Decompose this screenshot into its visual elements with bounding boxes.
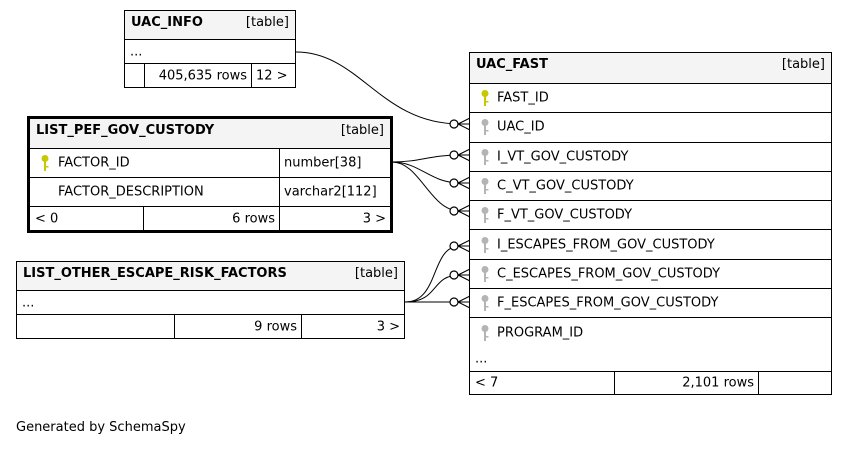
column-row[interactable]: PROGRAM_ID	[470, 318, 831, 347]
column-name-cell: FACTOR_DESCRIPTION	[30, 178, 279, 206]
table-uac-fast[interactable]: UAC_FAST [table] FAST_ID UAC_ID I_VT_GOV_C…	[469, 52, 832, 395]
stats-left-cell: < 7	[470, 372, 614, 395]
table-kind: [table]	[340, 123, 384, 138]
row-count: 2,101 rows	[682, 375, 754, 391]
column-row[interactable]: FACTOR_ID number[38]	[30, 149, 390, 178]
table-kind: [table]	[245, 15, 289, 30]
ellipsis: ...	[130, 44, 143, 59]
foreign-key-icon	[481, 119, 489, 136]
edge-list-pef-to-c-vt	[391, 161, 461, 184]
column-type-cell: varchar2[112]	[279, 178, 390, 206]
column-name: UAC_ID	[497, 119, 545, 135]
stats-rows-cell: 6 rows	[143, 207, 279, 230]
row-count: 9 rows	[254, 319, 297, 334]
ellipsis-row: ...	[17, 291, 404, 315]
table-kind: [table]	[354, 266, 398, 281]
column-row[interactable]: I_ESCAPES_FROM_GOV_CUSTODY	[470, 230, 831, 260]
foreign-key-icon	[481, 295, 489, 312]
ellipsis: ...	[475, 351, 488, 367]
stats-left	[17, 315, 174, 338]
column-row[interactable]: C_ESCAPES_FROM_GOV_CUSTODY	[470, 260, 831, 290]
primary-key-icon	[481, 90, 489, 107]
foreign-key-icon	[481, 236, 489, 253]
foreign-key-icon	[481, 207, 489, 224]
table-name: LIST_PEF_GOV_CUSTODY	[36, 123, 215, 138]
table-list-other-escape-risk-factors[interactable]: LIST_OTHER_ESCAPE_RISK_FACTORS [table] .…	[16, 261, 405, 339]
table-name: LIST_OTHER_ESCAPE_RISK_FACTORS	[23, 266, 287, 281]
column-row[interactable]: FACTOR_DESCRIPTION varchar2[112]	[30, 178, 390, 207]
ellipsis: ...	[22, 295, 35, 310]
column-name-cell: FACTOR_ID	[30, 149, 279, 177]
edge-list-pef-to-f-vt	[391, 161, 461, 212]
primary-key-icon	[41, 155, 49, 171]
row-count: 6 rows	[232, 211, 275, 226]
row-count: 405,635 rows	[158, 68, 247, 83]
column-name: I_VT_GOV_CUSTODY	[497, 149, 629, 165]
column-row[interactable]: UAC_ID	[470, 113, 831, 143]
table-header: UAC_INFO [table]	[125, 11, 295, 40]
stats-row: 9 rows 3 >	[17, 315, 404, 338]
column-row[interactable]: I_VT_GOV_CUSTODY	[470, 143, 831, 172]
ellipsis-row: ...	[125, 40, 295, 64]
foreign-key-icon	[481, 178, 489, 195]
foreign-key-icon	[481, 148, 489, 165]
child-count: 3 >	[362, 211, 386, 226]
footer-credit: Generated by SchemaSpy	[16, 420, 186, 435]
foreign-key-icon	[481, 265, 489, 282]
column-name: I_ESCAPES_FROM_GOV_CUSTODY	[497, 237, 715, 253]
column-row[interactable]: F_ESCAPES_FROM_GOV_CUSTODY	[470, 289, 831, 319]
table-header: LIST_OTHER_ESCAPE_RISK_FACTORS [table]	[17, 262, 404, 291]
table-name: UAC_FAST	[476, 57, 548, 72]
column-list: FAST_ID UAC_ID I_VT_GOV_CUSTODY C_VT_GOV_CU…	[470, 84, 831, 348]
stats-row: < 7 2,101 rows	[470, 371, 831, 395]
column-row[interactable]: FAST_ID	[470, 84, 831, 114]
stats-left-cell: < 0	[30, 207, 143, 230]
stats-right-cell: 3 >	[301, 315, 404, 338]
column-name: FACTOR_DESCRIPTION	[58, 184, 204, 200]
column-name: FAST_ID	[497, 90, 549, 106]
stats-row: 405,635 rows 12 >	[125, 64, 295, 87]
column-type-cell: number[38]	[279, 149, 390, 177]
stats-rows-cell: 9 rows	[174, 315, 301, 338]
table-uac-info[interactable]: UAC_INFO [table] ... 405,635 rows 12 >	[124, 10, 296, 88]
column-name: F_ESCAPES_FROM_GOV_CUSTODY	[497, 295, 719, 311]
column-type: number[38]	[284, 155, 362, 171]
parent-count: < 0	[35, 211, 59, 226]
table-list-pef-gov-custody[interactable]: LIST_PEF_GOV_CUSTODY [table] FACTOR_ID n…	[27, 116, 393, 233]
foreign-key-icon	[481, 325, 489, 342]
column-name: C_VT_GOV_CUSTODY	[497, 178, 634, 194]
ellipsis-row: ...	[470, 348, 831, 372]
column-row[interactable]: F_VT_GOV_CUSTODY	[470, 201, 831, 231]
parent-count: < 7	[475, 375, 499, 391]
stats-rows-cell: 405,635 rows	[144, 64, 251, 87]
table-name: UAC_INFO	[131, 15, 203, 30]
stats-right-cell: 12 >	[251, 64, 295, 87]
stats-right	[758, 371, 831, 395]
child-count: 3 >	[376, 319, 400, 334]
column-name: C_ESCAPES_FROM_GOV_CUSTODY	[497, 266, 721, 282]
edge-uac-info-to-uac-id	[295, 51, 461, 125]
table-header: LIST_PEF_GOV_CUSTODY [table]	[30, 119, 390, 149]
column-row[interactable]: C_VT_GOV_CUSTODY	[470, 172, 831, 202]
table-header: UAC_FAST [table]	[470, 53, 831, 84]
child-count: 12 >	[256, 68, 288, 83]
column-name: PROGRAM_ID	[497, 325, 584, 341]
stats-rows-cell: 2,101 rows	[614, 371, 758, 395]
column-type: varchar2[112]	[284, 184, 377, 200]
column-name: F_VT_GOV_CUSTODY	[497, 207, 633, 223]
table-kind: [table]	[781, 57, 825, 72]
stats-row: < 0 6 rows 3 >	[30, 207, 390, 230]
stats-right-cell: 3 >	[279, 207, 390, 230]
column-name: FACTOR_ID	[58, 155, 130, 171]
stats-left	[125, 64, 144, 87]
